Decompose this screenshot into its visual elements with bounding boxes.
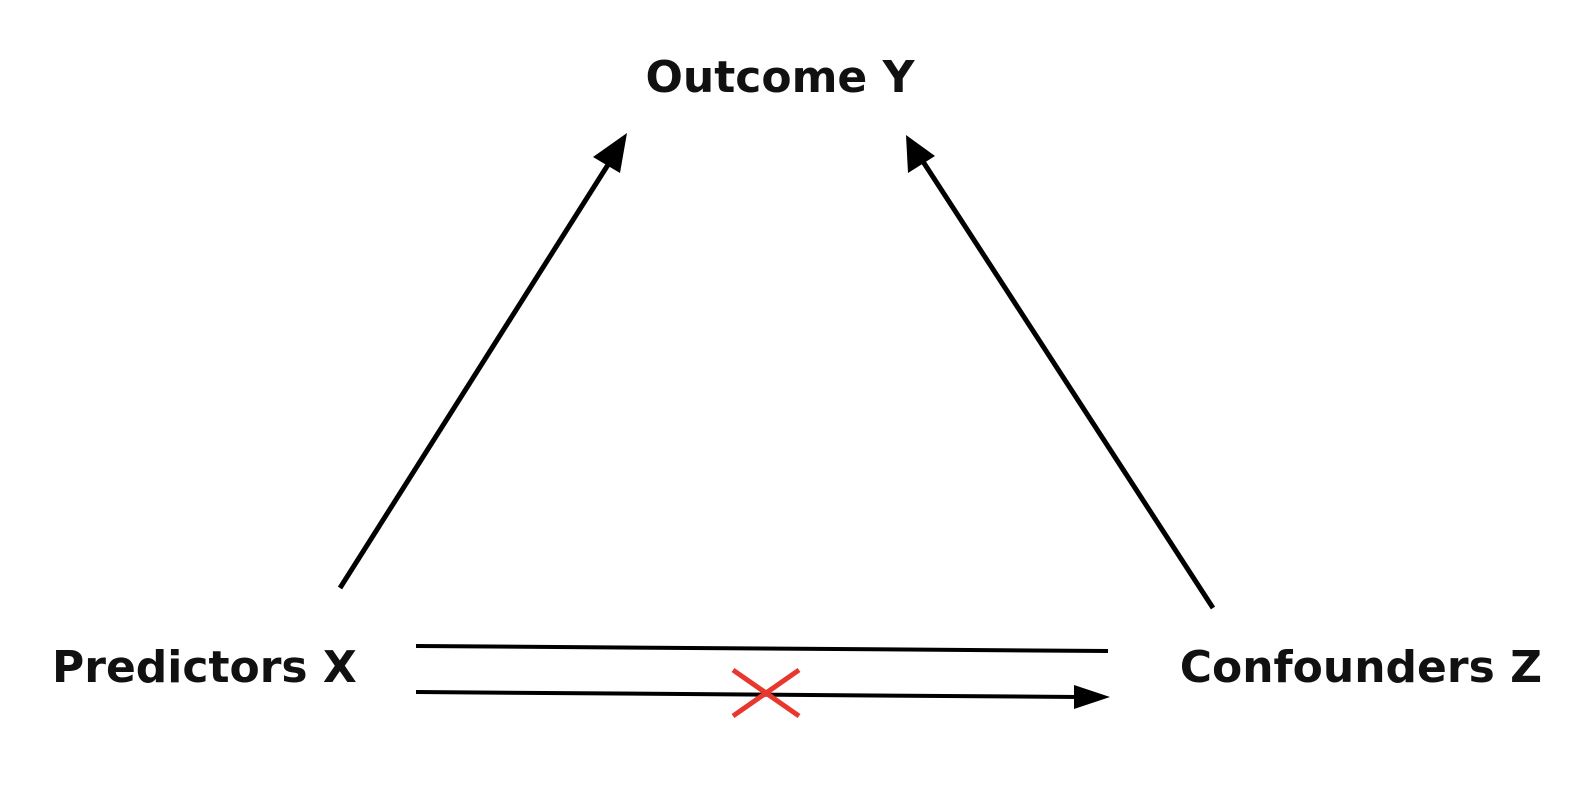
node-predictors-label: Predictors X: [52, 642, 357, 693]
arrowhead-icon: [906, 135, 935, 173]
node-confounders-label: Confounders Z: [1180, 642, 1542, 693]
edge-predictors-to-outcome: [337, 133, 627, 590]
edge-predictors-confounders-undirected: [415, 644, 1109, 653]
blocked-cross-icon: [731, 667, 801, 719]
arrowhead-icon: [1074, 685, 1110, 709]
edge-predictors-to-confounders-blocked: [415, 685, 1110, 709]
arrowhead-icon: [593, 133, 627, 173]
node-outcome-label: Outcome Y: [646, 52, 916, 103]
edge-confounders-to-outcome: [906, 135, 1216, 610]
